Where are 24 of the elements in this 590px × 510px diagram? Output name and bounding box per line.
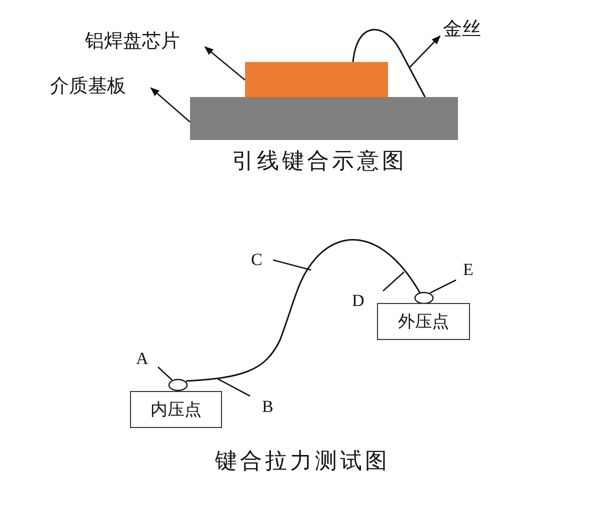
leader-arrow [204, 46, 246, 80]
callout-letter: E [463, 261, 474, 278]
chip [245, 62, 388, 97]
callout-letter: C [251, 251, 262, 268]
bond-wire [352, 29, 426, 98]
part-label: 铝焊盘芯片 [85, 32, 180, 51]
figure-caption: 引线键合示意图 [232, 150, 407, 172]
callout-letter: D [352, 292, 364, 309]
leader-line [430, 279, 456, 294]
leader-arrow [150, 87, 190, 122]
callout-letter: B [262, 398, 274, 415]
part-label: 介质基板 [50, 77, 126, 96]
bond-pad-box: 内压点 [130, 391, 222, 428]
bond-ball [414, 292, 434, 304]
bond-ball [168, 378, 188, 392]
leader-arrow [408, 35, 441, 68]
leader-line [158, 366, 172, 380]
bond-pad-box: 外压点 [377, 303, 470, 340]
leader-line [272, 259, 312, 271]
leader-line [382, 272, 404, 292]
figure-caption: 键合拉力测试图 [215, 450, 390, 472]
substrate-plate [190, 97, 458, 140]
callout-letter: A [136, 350, 148, 367]
part-label: 金丝 [443, 20, 481, 39]
